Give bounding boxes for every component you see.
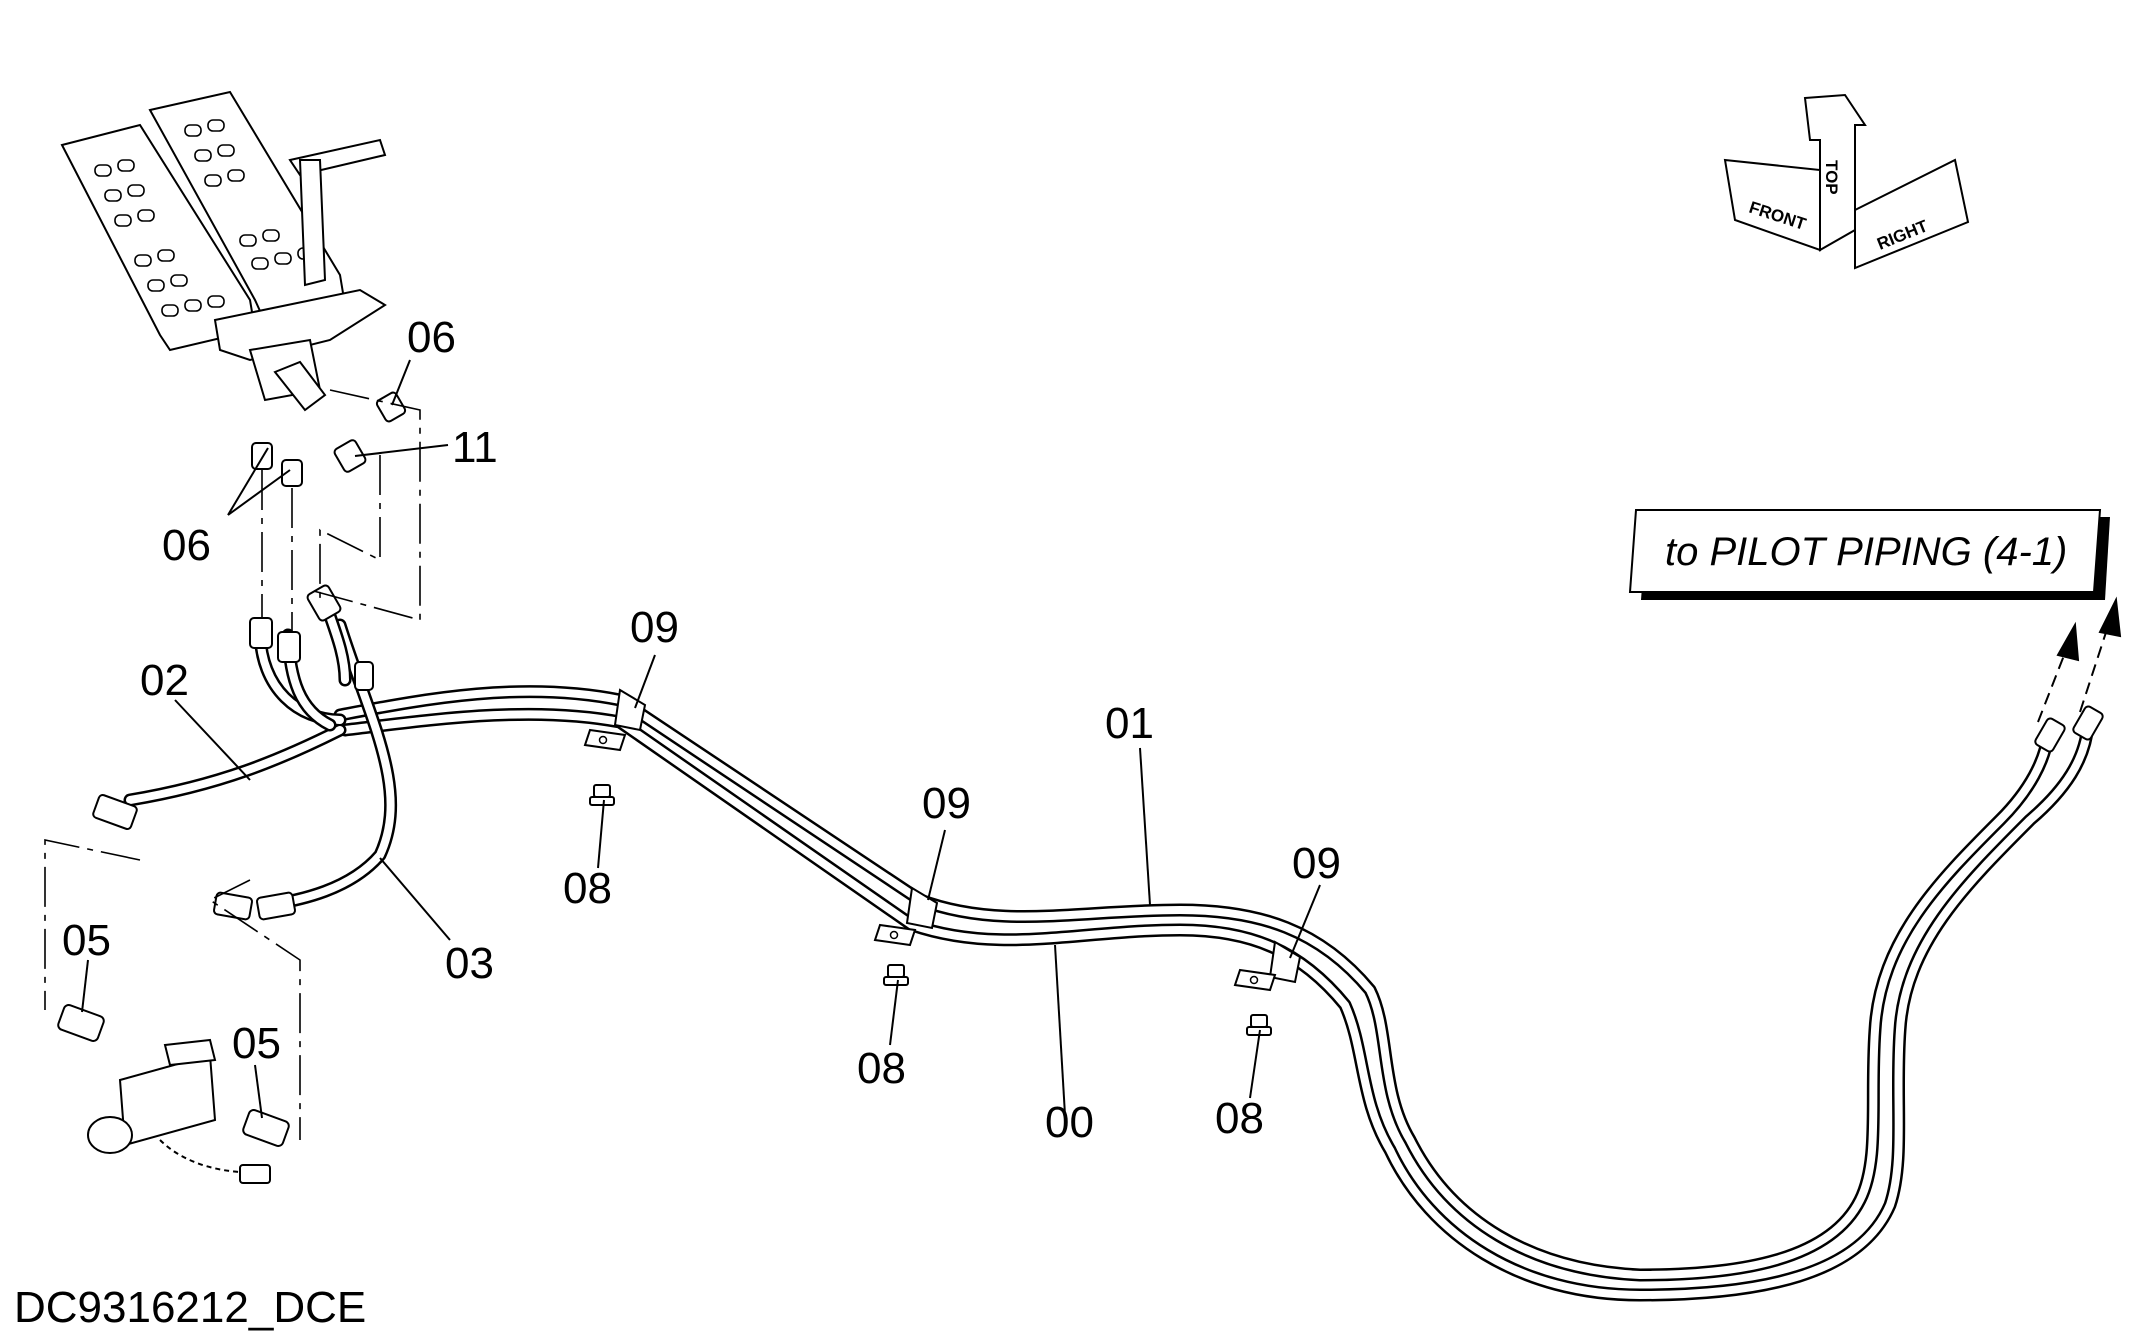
callout-09-first: 09 — [630, 603, 679, 652]
callout-00: 00 — [1045, 1098, 1094, 1147]
callout-09-second: 09 — [922, 779, 971, 828]
orientation-top-label: TOP — [1822, 160, 1841, 195]
hose-clamps — [583, 688, 1302, 992]
orientation-symbol: FRONT TOP RIGHT — [1723, 93, 1970, 270]
callout-06-top: 06 — [407, 313, 456, 362]
connection-phantom-lines — [44, 389, 421, 1140]
leader-lines — [81, 359, 1321, 1119]
pilot-piping-reference-box: to PILOT PIPING (4-1) — [1628, 509, 2110, 600]
pilot-piping-reference-text: to PILOT PIPING (4-1) — [1665, 530, 2067, 574]
callout-08-first: 08 — [563, 864, 612, 913]
callout-08-second: 08 — [857, 1044, 906, 1093]
pilot-hose-bundle — [123, 593, 2095, 1302]
callout-05-right: 05 — [232, 1019, 281, 1068]
drawing-id: DC9316212_DCE — [14, 1283, 366, 1332]
travel-pedal-assembly — [60, 90, 387, 412]
callout-labels: 00 01 02 03 05 05 06 06 08 08 08 09 09 0… — [62, 313, 1341, 1147]
callout-01: 01 — [1105, 699, 1154, 748]
mounting-bolts — [589, 784, 1272, 1036]
pilot-cut-solenoid-valve — [57, 1004, 290, 1184]
callout-06-left: 06 — [162, 521, 211, 570]
callout-08-third: 08 — [1215, 1094, 1264, 1143]
callout-05-left: 05 — [62, 916, 111, 965]
callout-09-third: 09 — [1292, 839, 1341, 888]
continuation-arrows — [2037, 596, 2122, 723]
callout-02: 02 — [140, 656, 189, 705]
callout-03: 03 — [445, 939, 494, 988]
callout-11: 11 — [452, 423, 498, 472]
hose-fittings — [92, 391, 2104, 921]
